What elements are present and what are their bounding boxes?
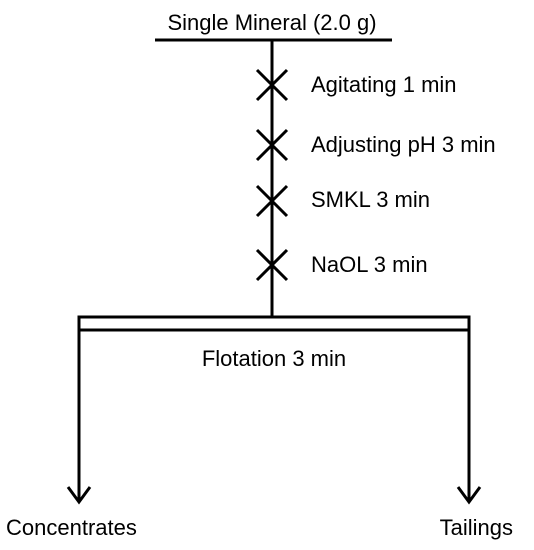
step-cross-mark [255,184,289,218]
step-smkl: SMKL 3 min [255,184,430,218]
step-cross-mark [255,248,289,282]
flotation-label: Flotation 3 min [202,346,346,371]
step-naol: NaOL 3 min [255,248,428,282]
tailings-stream [456,330,482,505]
step-label: NaOL 3 min [311,252,428,277]
step-label: Adjusting pH 3 min [311,132,496,157]
step-cross-mark [255,68,289,102]
step-cross-mark [255,128,289,162]
feed-label: Single Mineral (2.0 g) [167,10,376,35]
concentrates-stream [66,330,92,505]
step-agitating: Agitating 1 min [255,68,457,102]
flotation-cell [77,315,471,332]
step-adjusting-ph: Adjusting pH 3 min [255,128,496,162]
arrow-down-icon [66,486,92,505]
arrow-down-icon [456,486,482,505]
step-label: Agitating 1 min [311,72,457,97]
concentrates-label: Concentrates [6,515,137,540]
tailings-label: Tailings [440,515,513,540]
step-label: SMKL 3 min [311,187,430,212]
